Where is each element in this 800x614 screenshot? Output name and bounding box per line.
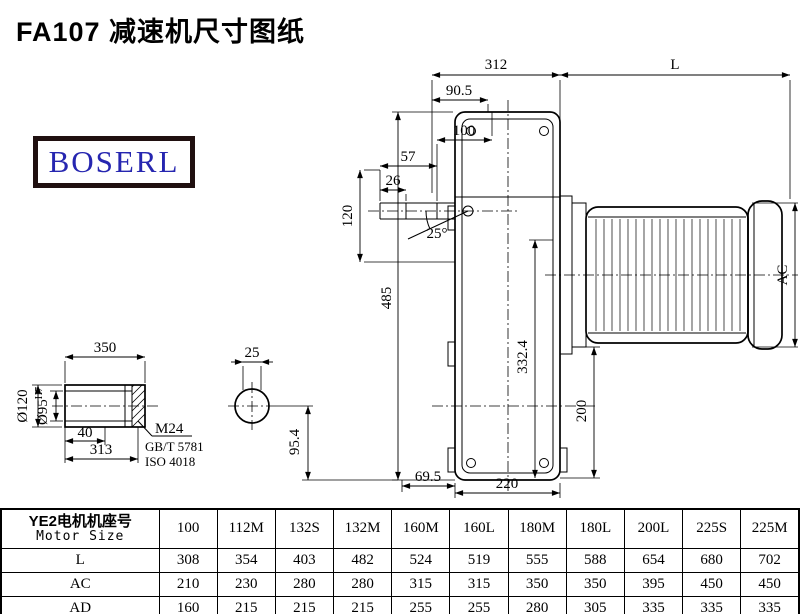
dim-120: 120 — [340, 205, 356, 228]
dim-dia-120: Ø120 — [15, 389, 31, 422]
boserl-logo: BOSERL — [33, 136, 195, 188]
col-header: 100 — [158, 508, 218, 549]
table-row-L: L 308 354 403 482 524 519 555 588 654 68… — [0, 548, 800, 573]
boserl-logo-text: BOSERL — [48, 144, 180, 179]
label-m24: M24 — [155, 421, 184, 437]
col-header: 225S — [682, 508, 742, 549]
dim-95-4: 95.4 — [287, 428, 303, 455]
table-row-AD: AD 160 215 215 215 255 255 280 305 335 3… — [0, 596, 800, 614]
cell: 280 — [507, 596, 567, 614]
motor — [545, 195, 798, 355]
dim-313: 313 — [90, 442, 113, 458]
motor-size-label-cn: YE2电机机座号 — [28, 512, 132, 530]
dim-332-4: 332.4 — [515, 340, 531, 374]
dim-25: 25 — [245, 345, 260, 361]
dim-69-5: 69.5 — [415, 469, 441, 485]
cell: 335 — [682, 596, 742, 614]
cell: 305 — [565, 596, 625, 614]
dim-100: 100 — [453, 123, 476, 139]
shaft-detail — [32, 354, 192, 463]
col-header: 180M — [507, 508, 567, 549]
cell: 308 — [158, 548, 218, 573]
page-title: FA107 减速机尺寸图纸 — [16, 17, 306, 47]
cell: 215 — [216, 596, 276, 614]
dim-40: 40 — [78, 425, 93, 441]
cell: 335 — [623, 596, 684, 614]
cell: 702 — [740, 548, 800, 573]
row-label: AC — [0, 572, 160, 597]
cell: 215 — [274, 596, 335, 614]
cell: 350 — [507, 572, 567, 597]
col-header: 132S — [274, 508, 335, 549]
cell: 315 — [449, 572, 509, 597]
dim-350: 350 — [94, 340, 117, 356]
dim-200: 200 — [574, 400, 590, 423]
col-header: 200L — [623, 508, 684, 549]
motor-size-label-en: Motor Size — [36, 529, 125, 545]
cell: 315 — [391, 572, 451, 597]
label-iso-4018: ISO 4018 — [145, 454, 195, 469]
dimensions-right — [529, 202, 798, 479]
cell: 395 — [623, 572, 684, 597]
cell: 482 — [333, 548, 393, 573]
cell: 654 — [623, 548, 684, 573]
cell: 280 — [274, 572, 335, 597]
cell: 230 — [216, 572, 276, 597]
cell: 403 — [274, 548, 335, 573]
dimension-labels: 312 L 90.5 100 57 26 25° 120 485 AC 332.… — [15, 57, 791, 492]
cell: 335 — [740, 596, 800, 614]
col-header: 160M — [391, 508, 451, 549]
label-gbt-5781: GB/T 5781 — [145, 439, 204, 454]
cell: 350 — [565, 572, 625, 597]
row-label: L — [0, 548, 160, 573]
dim-90-5: 90.5 — [446, 83, 472, 99]
dim-L: L — [670, 57, 679, 73]
table-row-AC: AC 210 230 280 280 315 315 350 350 395 4… — [0, 572, 800, 597]
dimensions-bottom — [276, 405, 561, 498]
dim-220: 220 — [496, 476, 519, 492]
cell: 680 — [682, 548, 742, 573]
col-header: 160L — [449, 508, 509, 549]
cell: 210 — [158, 572, 218, 597]
row-label: AD — [0, 596, 160, 614]
cell: 160 — [158, 596, 218, 614]
cell: 354 — [216, 548, 276, 573]
shaft-end-view — [228, 359, 276, 430]
dim-57: 57 — [401, 149, 417, 165]
torque-arm — [368, 202, 520, 240]
cell: 255 — [449, 596, 509, 614]
col-header: 132M — [333, 508, 393, 549]
cell: 215 — [333, 596, 393, 614]
col-header: 225M — [740, 508, 800, 549]
motor-size-table: YE2电机机座号 Motor Size 100 112M 132S 132M 1… — [0, 508, 800, 614]
col-header: 112M — [216, 508, 276, 549]
dim-312: 312 — [485, 57, 508, 73]
dim-26: 26 — [386, 173, 402, 189]
table-header-row: YE2电机机座号 Motor Size 100 112M 132S 132M 1… — [0, 508, 800, 549]
cell: 280 — [333, 572, 393, 597]
motor-size-header: YE2电机机座号 Motor Size — [0, 508, 160, 549]
cell: 450 — [682, 572, 742, 597]
cell: 524 — [391, 548, 451, 573]
dim-AC: AC — [775, 265, 791, 286]
dim-angle-25: 25° — [427, 226, 448, 242]
cell: 255 — [391, 596, 451, 614]
cell: 519 — [449, 548, 509, 573]
col-header: 180L — [565, 508, 625, 549]
cell: 450 — [740, 572, 800, 597]
cell: 555 — [507, 548, 567, 573]
dimensions-top — [357, 72, 791, 481]
dim-dia-95-h7: Ø95H7 — [34, 387, 51, 425]
cell: 588 — [565, 548, 625, 573]
dim-485: 485 — [379, 287, 395, 310]
gearbox-housing — [432, 100, 598, 494]
